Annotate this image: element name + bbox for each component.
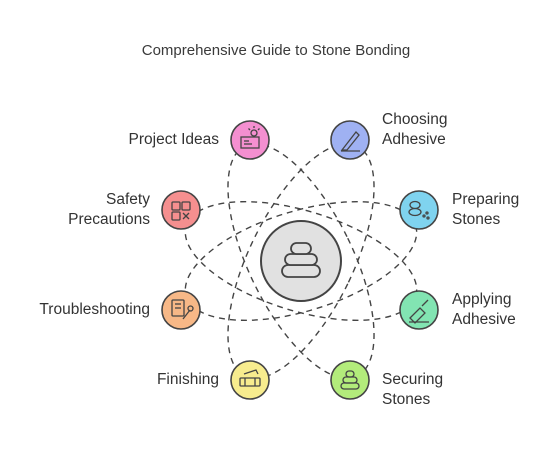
node-project-ideas[interactable] <box>230 120 270 160</box>
node-safety-precautions[interactable] <box>161 190 201 230</box>
label-line: Adhesive <box>382 131 446 148</box>
label-line: Preparing <box>452 191 520 208</box>
label-line: Adhesive <box>452 311 516 328</box>
node-applying-adhesive[interactable] <box>399 290 439 330</box>
leveling-tool-icon <box>239 369 261 387</box>
node-finishing[interactable] <box>230 360 270 400</box>
stacked-stones-icon <box>281 242 321 278</box>
label-troubleshooting: Troubleshooting <box>39 300 150 320</box>
label-line: Applying <box>452 291 512 308</box>
label-line: Project Ideas <box>128 131 219 148</box>
stone-stack-icon <box>340 370 360 390</box>
label-line: Finishing <box>156 371 219 388</box>
stone-prep-icon <box>408 200 430 220</box>
label-project-ideas: Project Ideas <box>129 130 219 150</box>
diagram-title: Comprehensive Guide to Stone Bonding <box>141 42 411 59</box>
label-line: Stones <box>382 391 431 408</box>
label-line: Choosing <box>382 111 448 128</box>
label-line: Troubleshooting <box>39 301 150 318</box>
node-securing-stones[interactable] <box>330 360 370 400</box>
trowel-icon <box>409 299 429 324</box>
center-node <box>260 220 342 302</box>
node-choosing-adhesive[interactable] <box>330 120 370 160</box>
node-preparing-stones[interactable] <box>399 190 439 230</box>
wrench-checklist-icon <box>171 299 194 320</box>
adhesive-tube-icon <box>340 131 360 152</box>
label-line: Safety <box>106 191 150 208</box>
label-finishing: Finishing <box>157 370 219 390</box>
label-line: Precautions <box>68 211 150 228</box>
label-line: Securing <box>382 371 444 388</box>
idea-board-icon <box>240 126 260 149</box>
safety-gear-icon <box>171 201 191 221</box>
node-troubleshooting[interactable] <box>161 290 201 330</box>
label-line: Stones <box>452 211 501 228</box>
